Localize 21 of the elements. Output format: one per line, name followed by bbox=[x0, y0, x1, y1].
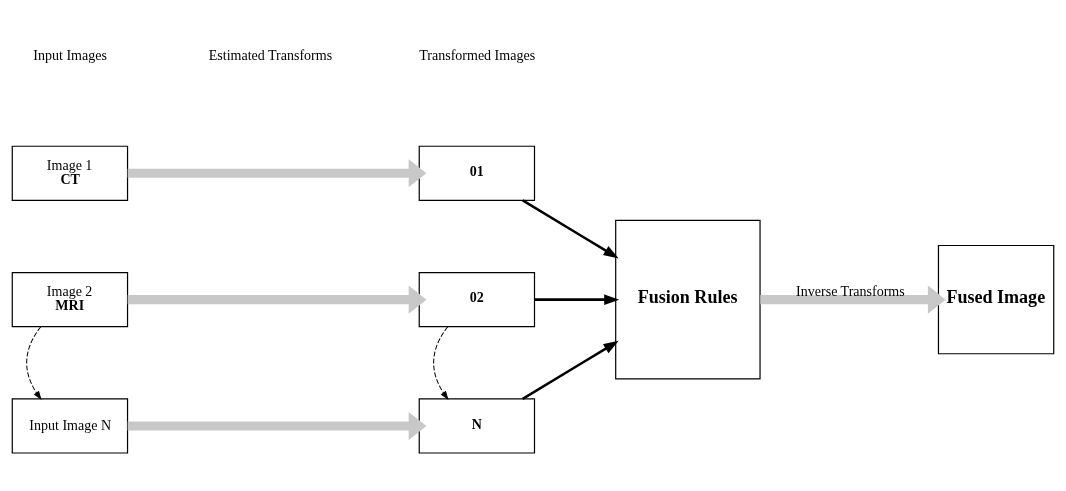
node-box: Image 1 CT bbox=[11, 145, 129, 201]
arrow bbox=[127, 411, 427, 440]
node-box: N bbox=[418, 398, 536, 454]
label: Estimated Transforms bbox=[208, 46, 333, 63]
arrow bbox=[534, 294, 620, 305]
node-box: 01 bbox=[418, 145, 536, 201]
node-box: Image 2 MRI bbox=[11, 271, 129, 328]
arrow bbox=[760, 285, 946, 314]
label: Transformed Images bbox=[419, 46, 536, 63]
arrow bbox=[26, 326, 42, 400]
arrow bbox=[433, 326, 449, 400]
arrow bbox=[522, 199, 619, 259]
label: Input Images bbox=[33, 46, 107, 63]
node-box: Fused Image bbox=[937, 244, 1055, 355]
arrow bbox=[127, 285, 427, 314]
edge-label: Inverse Transforms bbox=[796, 282, 905, 299]
arrow bbox=[522, 340, 619, 400]
arrow bbox=[127, 159, 427, 188]
node-box: 02 bbox=[418, 271, 536, 328]
node-box: Input Image N bbox=[11, 398, 129, 454]
node-box: Fusion Rules bbox=[615, 219, 761, 380]
